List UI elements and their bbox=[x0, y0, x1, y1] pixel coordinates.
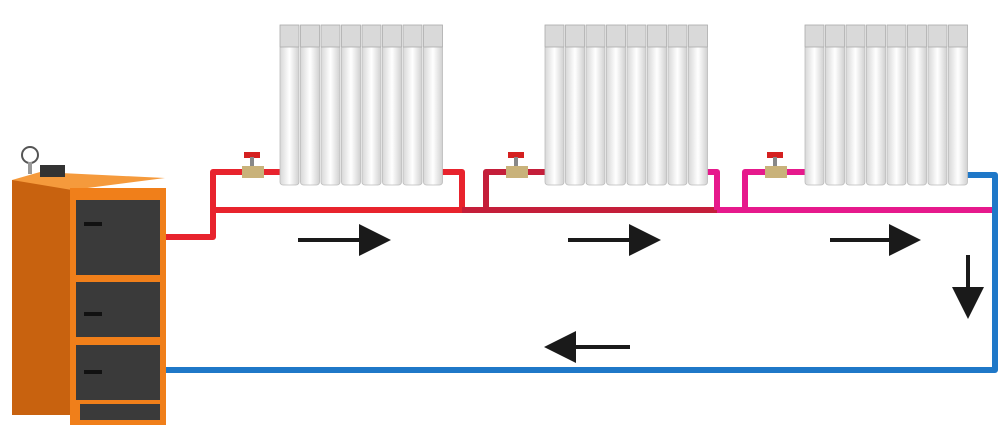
radiator-section-top bbox=[361, 24, 382, 48]
radiator-section-top bbox=[423, 24, 443, 48]
radiator-section-top bbox=[279, 24, 300, 48]
radiator-section-top bbox=[544, 24, 565, 48]
boiler bbox=[12, 146, 166, 425]
radiator-section-top bbox=[585, 24, 606, 48]
radiator-section bbox=[907, 44, 927, 186]
radiator-3 bbox=[804, 24, 968, 186]
radiator-section bbox=[402, 44, 423, 186]
radiator-section bbox=[300, 44, 320, 186]
radiator-section bbox=[320, 44, 341, 186]
radiator-section bbox=[544, 44, 565, 186]
radiator-section-top bbox=[886, 24, 907, 48]
radiator-section-top bbox=[948, 24, 968, 48]
radiator-section bbox=[565, 44, 585, 186]
radiator-section-top bbox=[402, 24, 423, 48]
radiator-section-top bbox=[300, 24, 320, 48]
pressure-gauge-icon bbox=[21, 146, 39, 164]
radiator-section bbox=[341, 44, 361, 186]
radiator-section bbox=[804, 44, 825, 186]
radiator-section-top bbox=[866, 24, 886, 48]
radiator-section bbox=[626, 44, 647, 186]
valve-2 bbox=[506, 152, 528, 178]
radiator-section bbox=[647, 44, 667, 186]
radiator-section bbox=[606, 44, 626, 186]
radiator-2 bbox=[544, 24, 708, 186]
radiator-section bbox=[688, 44, 708, 186]
radiator-section bbox=[423, 44, 443, 186]
radiator-section-top bbox=[825, 24, 845, 48]
radiator-section-top bbox=[320, 24, 341, 48]
radiator-section bbox=[866, 44, 886, 186]
radiator1-outlet-pipe bbox=[440, 169, 465, 210]
radiator-section bbox=[279, 44, 300, 186]
radiator-section-top bbox=[606, 24, 626, 48]
radiator-1 bbox=[279, 24, 443, 186]
radiator-section bbox=[361, 44, 382, 186]
radiator-section bbox=[667, 44, 688, 186]
radiator-section-top bbox=[804, 24, 825, 48]
radiator-section bbox=[382, 44, 402, 186]
radiator-section-top bbox=[688, 24, 708, 48]
radiator-section-top bbox=[845, 24, 866, 48]
radiator-section-top bbox=[565, 24, 585, 48]
return-pipe bbox=[165, 172, 998, 373]
supply-pipe-boiler bbox=[165, 169, 280, 240]
radiator-section-top bbox=[927, 24, 948, 48]
radiator-section bbox=[948, 44, 968, 186]
radiator-section-top bbox=[907, 24, 927, 48]
radiator-section bbox=[825, 44, 845, 186]
valve-1 bbox=[242, 152, 264, 178]
radiator-section bbox=[585, 44, 606, 186]
radiator-section bbox=[927, 44, 948, 186]
radiator-section-top bbox=[647, 24, 667, 48]
radiator2-outlet-pipe bbox=[705, 169, 720, 210]
radiator-section-top bbox=[667, 24, 688, 48]
radiator-section bbox=[845, 44, 866, 186]
radiator-section-top bbox=[382, 24, 402, 48]
valve-3 bbox=[765, 152, 787, 178]
radiator-section bbox=[886, 44, 907, 186]
radiator-section-top bbox=[341, 24, 361, 48]
radiator-section-top bbox=[626, 24, 647, 48]
